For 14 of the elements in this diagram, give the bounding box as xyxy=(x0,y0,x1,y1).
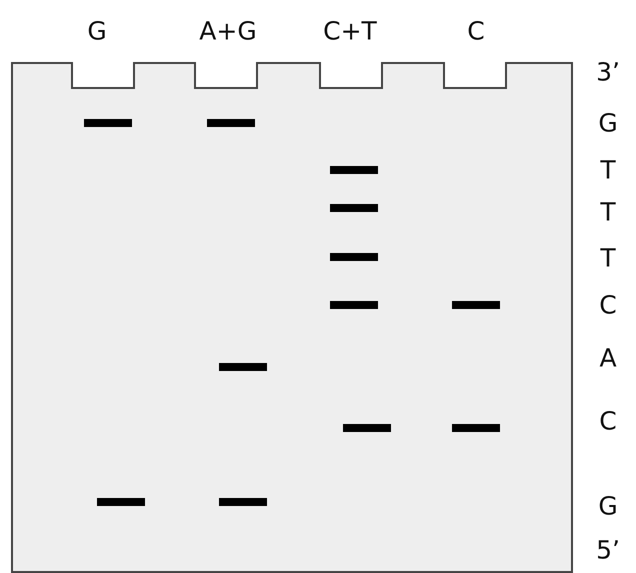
base-label: T xyxy=(600,246,616,270)
lane-label: C+T xyxy=(323,18,377,44)
lane-label: C xyxy=(467,18,485,44)
base-label: T xyxy=(600,158,616,182)
base-label: G xyxy=(598,110,618,136)
lane-label: A+G xyxy=(199,18,257,44)
base-label: C xyxy=(599,408,617,434)
lane-label: G xyxy=(87,18,107,44)
base-label: G xyxy=(598,494,618,518)
base-label: C xyxy=(599,292,617,318)
base-label: 3’ xyxy=(596,60,620,84)
base-label: 5’ xyxy=(596,538,620,562)
base-label: T xyxy=(600,200,616,224)
base-label: A xyxy=(599,346,617,370)
